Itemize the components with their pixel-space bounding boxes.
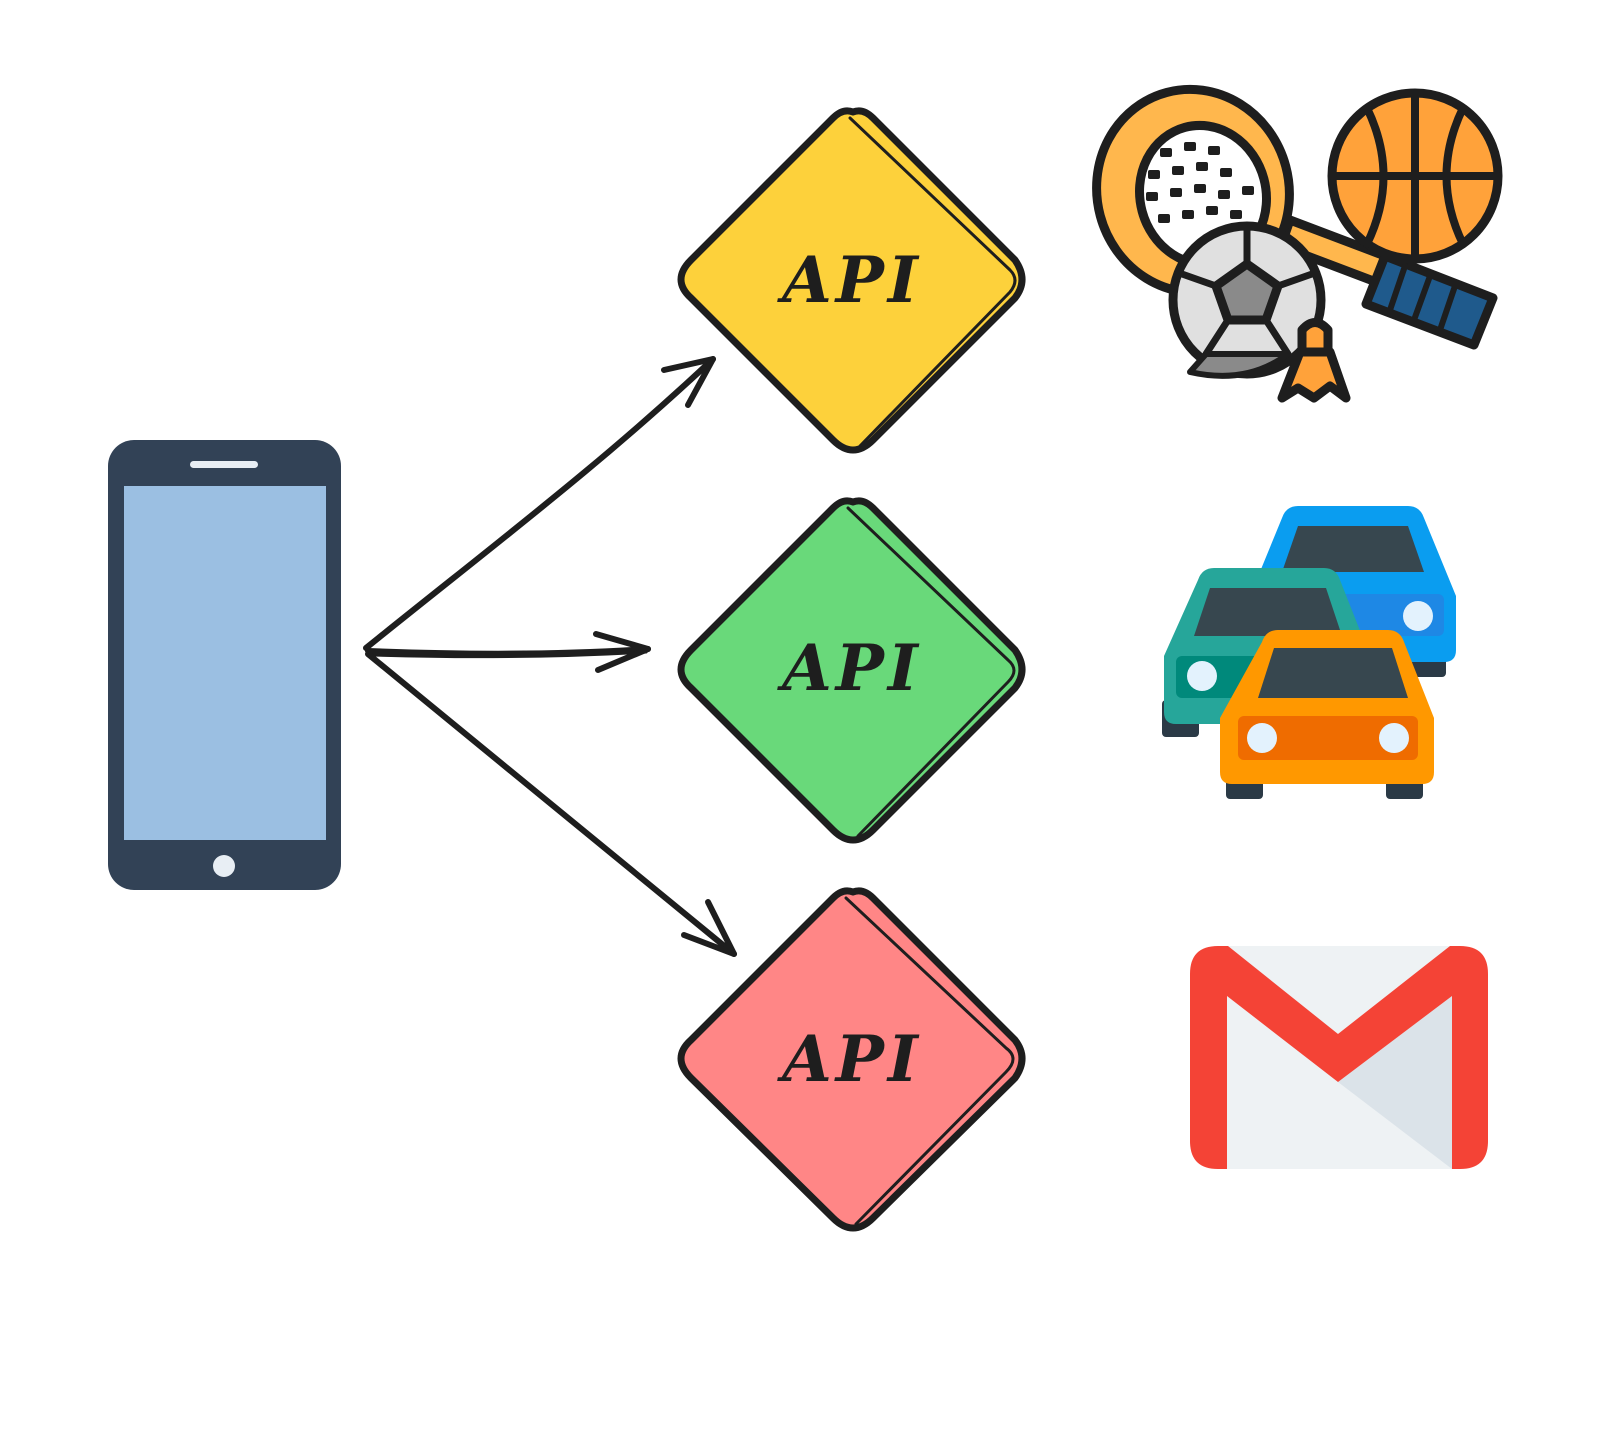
api-label-bottom: API bbox=[777, 1022, 922, 1097]
arrows bbox=[363, 356, 737, 957]
arrow-to-api-bottom bbox=[365, 651, 737, 957]
orange-car bbox=[1220, 630, 1434, 799]
traffic-cars-icon bbox=[1162, 506, 1456, 799]
sports-equipment-icon bbox=[1092, 84, 1503, 403]
api-node-bottom: API bbox=[677, 887, 1026, 1232]
arrow-to-api-middle bbox=[365, 631, 651, 673]
gmail-icon bbox=[1190, 946, 1488, 1169]
arrow-to-api-top bbox=[363, 356, 716, 651]
api-label-top: API bbox=[777, 243, 922, 318]
api-node-middle: API bbox=[677, 497, 1026, 844]
api-label-middle: API bbox=[777, 631, 922, 706]
smartphone-icon bbox=[108, 440, 341, 890]
api-node-top: API bbox=[677, 107, 1026, 454]
